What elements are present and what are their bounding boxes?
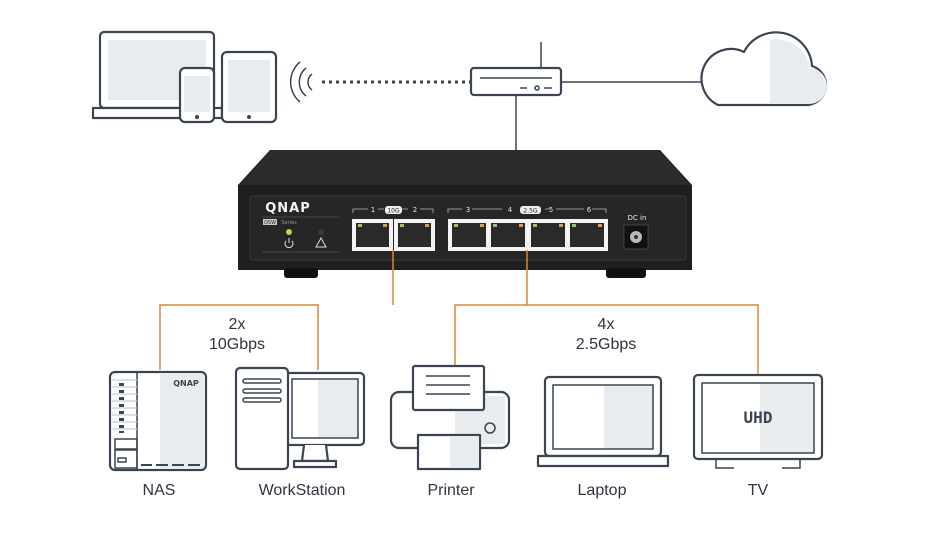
port-label-1: 1: [371, 206, 375, 214]
qnap-switch: QNAP QSW Series 1 10G 2 3 4 2.5G 5 6 DC …: [238, 150, 692, 278]
tv-icon: UHD: [692, 373, 824, 469]
speed-10g-badge: 10G: [387, 208, 400, 215]
port-25g-4: [491, 223, 525, 247]
two-five-g-count: 4x: [598, 316, 615, 333]
router-icon: [469, 42, 563, 97]
power-icon: [284, 238, 294, 249]
warning-icon: [315, 236, 327, 248]
port-label-6: 6: [587, 206, 592, 214]
switch-brand: QNAP: [265, 201, 311, 216]
device-label-tv: TV: [748, 482, 769, 499]
port-10g-2: [394, 219, 435, 251]
tablet-client-icon: [220, 50, 278, 124]
port-10g-1: [352, 219, 393, 251]
ten-g-speed: 10Gbps: [209, 336, 265, 353]
two-five-g-speed: 2.5Gbps: [576, 336, 636, 353]
printer-icon: [389, 364, 511, 471]
port-25g-5: [531, 223, 565, 247]
speed-25g-badge: 2.5G: [523, 208, 538, 215]
port-25g-6: [570, 223, 604, 247]
device-label-printer: Printer: [427, 482, 475, 499]
port-label-4: 4: [508, 206, 513, 214]
series-text: Series: [281, 220, 297, 226]
cloud-icon: [700, 31, 828, 107]
device-label-nas: NAS: [143, 482, 176, 499]
wifi-icon: [289, 61, 313, 103]
device-label-workstation: WorkStation: [259, 482, 346, 499]
laptop-icon: [536, 375, 670, 468]
dc-in-port: [623, 224, 649, 250]
ten-g-count: 2x: [229, 316, 246, 333]
series-badge: QSW: [264, 220, 276, 226]
phone-client-icon: [178, 66, 216, 124]
tv-screen-text: UHD: [744, 408, 773, 427]
alert-led: [318, 229, 324, 235]
port-label-5: 5: [549, 206, 553, 214]
dc-in-label: DC in: [628, 214, 647, 222]
port-label-2: 2: [413, 206, 417, 214]
device-label-laptop: Laptop: [578, 482, 627, 499]
workstation-icon: [234, 366, 366, 471]
nas-brand: QNAP: [173, 379, 199, 388]
nas-icon: QNAP: [108, 370, 208, 472]
port-label-3: 3: [466, 206, 470, 214]
link-10g: [159, 250, 394, 370]
power-led: [286, 229, 292, 235]
link-25g: [454, 250, 759, 375]
port-25g-3: [452, 223, 486, 247]
